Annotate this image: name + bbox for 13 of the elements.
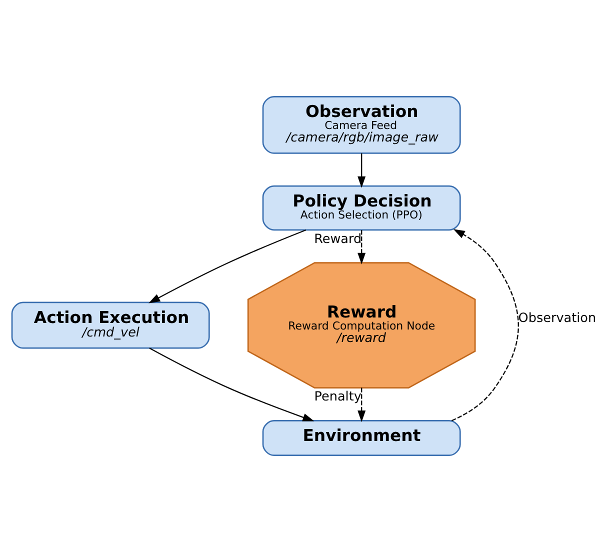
arrow — [148, 229, 306, 304]
edge-label: Observation — [518, 311, 596, 326]
node-box: Observation Camera Feed /camera/rgb/image_raw — [262, 96, 461, 154]
node-box: Action Execution /cmd_vel — [11, 302, 210, 349]
node-box: Policy Decision Action Selection (PPO) — [262, 185, 461, 231]
arrow — [451, 229, 519, 422]
arrow — [358, 230, 366, 264]
edge-label: Penalty — [314, 390, 362, 405]
arrow — [358, 153, 366, 188]
node-box: Environment — [262, 420, 461, 456]
arrow — [358, 388, 366, 422]
arrow — [149, 348, 314, 422]
edge-label: Reward — [314, 232, 362, 247]
